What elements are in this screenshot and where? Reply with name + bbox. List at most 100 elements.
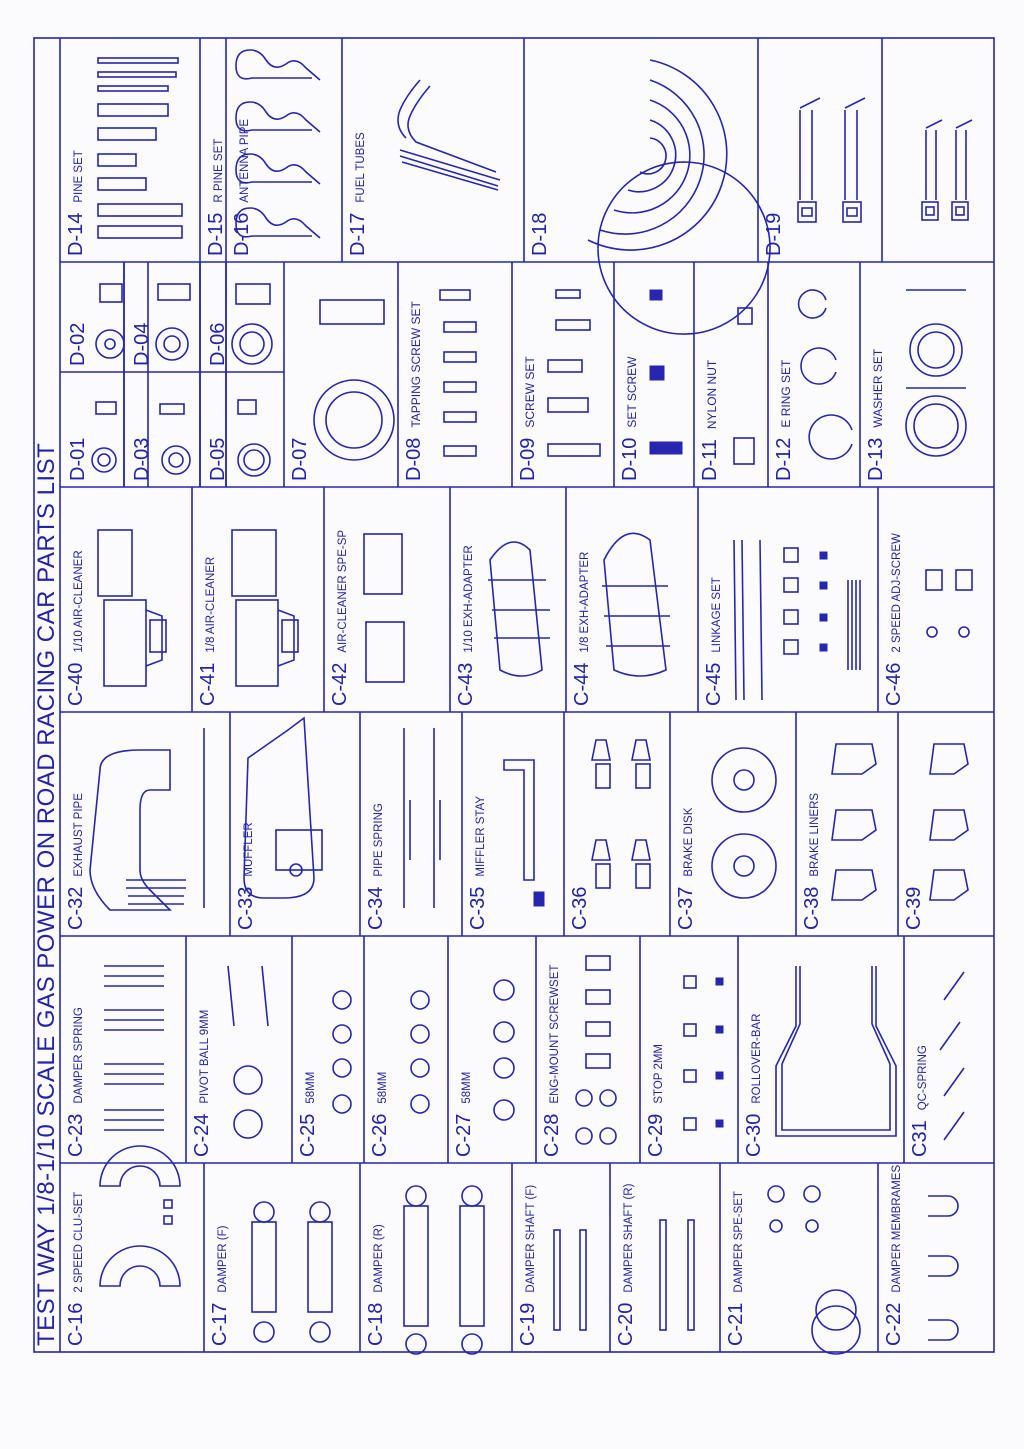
part-code-d-08: D-08 bbox=[403, 438, 425, 481]
exhaust-pipe-drawing bbox=[89, 728, 205, 911]
damper-shafts-drawing bbox=[553, 1219, 695, 1331]
part-name-c-28: ENG-MOUNT SCREWSET bbox=[549, 965, 561, 1104]
exhaust-adapters-drawing bbox=[488, 532, 670, 677]
part-name-c-22: DAMPER MEMBRAMES bbox=[891, 1165, 903, 1293]
r-pins-drawing bbox=[235, 49, 321, 239]
part-code-c-39: C-39 bbox=[903, 887, 925, 930]
part-code-d-17: D-17 bbox=[347, 213, 369, 256]
part-code-c31: C31 bbox=[909, 1120, 931, 1157]
part-code-d-09: D-09 bbox=[517, 438, 539, 481]
part-name-c-21: DAMPER SPE-SET bbox=[733, 1191, 745, 1293]
nylon-nut-drawing bbox=[733, 307, 755, 465]
adj-screws-drawing bbox=[925, 569, 973, 638]
part-code-d-19: D-19 bbox=[763, 213, 785, 256]
part-name-d-15: R PINE SET bbox=[213, 139, 225, 203]
part-name-c-40: 1/10 AIR-CLEANER bbox=[73, 550, 85, 652]
cell-dividers bbox=[60, 38, 905, 1352]
part-name-d-12: E RING SET bbox=[779, 359, 793, 428]
part-code-d-01: D-01 bbox=[67, 438, 89, 481]
part-name-c-32: EXHAUST PIPE bbox=[73, 793, 85, 877]
part-code-d-05: D-05 bbox=[207, 438, 229, 481]
part-code-c-44: C-44 bbox=[571, 663, 593, 706]
ring-drawing bbox=[313, 299, 395, 461]
part-name-c-41: 1/8 AIR-CLEANER bbox=[205, 557, 217, 653]
part-name-c-44: 1/8 EXH-ADAPTER bbox=[579, 552, 591, 653]
part-code-d-15: D-15 bbox=[205, 213, 227, 256]
brake-disks-drawing bbox=[711, 747, 777, 899]
part-name-d-09: SCREW SET bbox=[523, 356, 537, 428]
ball-ends-drawing bbox=[332, 979, 515, 1121]
damper-spare-set-drawing bbox=[767, 1185, 861, 1355]
stops-drawing bbox=[683, 975, 724, 1131]
part-code-d-13: D-13 bbox=[865, 438, 887, 481]
muffler-drawing bbox=[243, 716, 323, 899]
part-name-c-27: 58MM bbox=[461, 1072, 473, 1104]
part-code-d-16: D-16 bbox=[231, 213, 253, 256]
part-name-d-14: PINE SET bbox=[73, 150, 85, 202]
part-code-d-04: D-04 bbox=[131, 323, 153, 366]
part-name-c-45: LINKAGE SET bbox=[711, 577, 723, 652]
part-code-c-24: C-24 bbox=[191, 1114, 213, 1157]
part-name-c-46: 2 SPEED ADJ-SCREW bbox=[891, 533, 903, 653]
qc-springs-drawing bbox=[939, 971, 965, 1141]
part-name-c-38: BRAKE LINERS bbox=[809, 793, 821, 877]
part-code-c-42: C-42 bbox=[329, 663, 351, 706]
sheet-frame bbox=[33, 37, 995, 1353]
part-code-c-29: C-29 bbox=[645, 1114, 667, 1157]
antenna-pipe-drawing bbox=[397, 79, 501, 191]
part-name-c-25: 58MM bbox=[305, 1072, 317, 1104]
part-name-d-13: WASHER SET bbox=[871, 348, 885, 428]
engine-mount-screws-drawing bbox=[575, 955, 617, 1145]
part-code-c-33: C-33 bbox=[235, 887, 257, 930]
part-code-d-18: D-18 bbox=[529, 213, 551, 256]
part-code-c-38: C-38 bbox=[801, 887, 823, 930]
part-name-d-17: FUEL TUBES bbox=[355, 132, 367, 203]
part-name-c-43: 1/10 EXH-ADAPTER bbox=[463, 545, 475, 652]
part-code-c-26: C-26 bbox=[369, 1114, 391, 1157]
rollover-bar-drawing bbox=[775, 966, 897, 1137]
pins-drawing bbox=[97, 57, 183, 239]
part-code-d-06: D-06 bbox=[207, 323, 229, 366]
part-code-c-20: C-20 bbox=[615, 1303, 637, 1346]
pipe-spring-drawing bbox=[403, 728, 441, 908]
part-name-c-35: MIFFLER STAY bbox=[475, 796, 487, 877]
part-code-c-32: C-32 bbox=[65, 887, 87, 930]
part-code-c-46: C-46 bbox=[883, 663, 905, 706]
part-name-c-26: 58MM bbox=[377, 1072, 389, 1104]
part-code-d-14: D-14 bbox=[65, 213, 87, 256]
part-name-d-08: TAPPING SCREW SET bbox=[409, 301, 423, 428]
part-name-c31: QC-SPRING bbox=[917, 1045, 929, 1110]
clutch-set-drawing bbox=[99, 1145, 181, 1287]
part-name-d-11: NYLON NUT bbox=[705, 359, 719, 429]
part-code-c-45: C-45 bbox=[703, 663, 725, 706]
muffler-stay-drawing bbox=[503, 759, 545, 907]
dampers-drawing bbox=[251, 1185, 485, 1355]
part-name-c-20: DAMPER SHAFT (R) bbox=[623, 1183, 635, 1292]
washers-drawing bbox=[905, 289, 967, 457]
part-code-c-17: C-17 bbox=[209, 1303, 231, 1346]
part-code-d-11: D-11 bbox=[699, 439, 721, 481]
part-code-c-28: C-28 bbox=[541, 1114, 563, 1157]
bushings-drawing bbox=[91, 283, 273, 477]
part-code-c-18: C-18 bbox=[365, 1303, 387, 1346]
part-code-d-02: D-02 bbox=[67, 323, 89, 366]
part-code-c-35: C-35 bbox=[467, 887, 489, 930]
part-code-c-21: C-21 bbox=[725, 1303, 747, 1346]
band-lines bbox=[60, 261, 994, 1164]
linkage-drawing bbox=[733, 539, 861, 701]
part-code-c-16: C-16 bbox=[65, 1303, 87, 1346]
part-code-c-37: C-37 bbox=[675, 887, 697, 930]
part-code-c-22: C-22 bbox=[883, 1303, 905, 1346]
part-name-c-24: PIVOT BALL 9MM bbox=[199, 1010, 211, 1104]
pivot-balls-drawing bbox=[227, 965, 269, 1139]
damper-springs-drawing bbox=[104, 965, 164, 1131]
part-code-c-23: C-23 bbox=[65, 1114, 87, 1157]
part-code-c-43: C-43 bbox=[455, 663, 477, 706]
part-name-c-16: 2 SPEED CLU-SET bbox=[73, 1192, 85, 1293]
part-code-d-12: D-12 bbox=[773, 438, 795, 481]
part-name-c-18: DAMPER (R) bbox=[373, 1224, 385, 1293]
part-name-c-30: ROLLOVER-BAR bbox=[751, 1014, 763, 1104]
membranes-drawing bbox=[928, 1195, 959, 1341]
